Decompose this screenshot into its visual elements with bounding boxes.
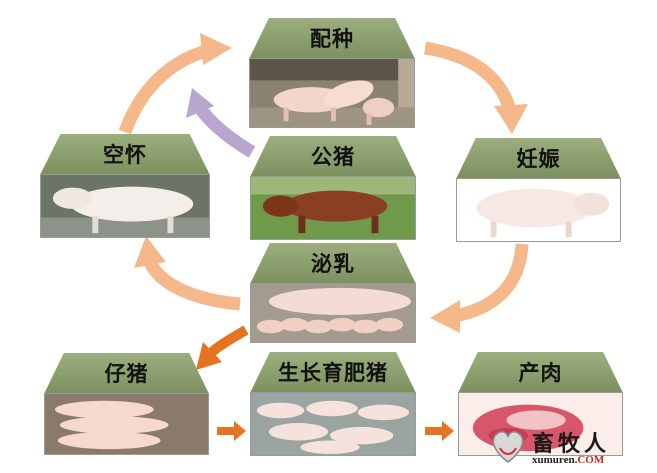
arrow-head-kongHuai-to-peizhong [200, 33, 232, 65]
arrow-head-miru-to-kongHuai [134, 236, 166, 268]
node-label: 公猪 [250, 136, 416, 177]
arrow-miru-to-zizhu [212, 330, 246, 352]
arrow-zizhu-to-shengzhang [217, 427, 235, 435]
node-label: 空怀 [40, 134, 210, 175]
arrow-head-gongzhu-to-peizhong [186, 88, 214, 118]
arrow-head-peizhong-to-renshen [494, 104, 528, 134]
node-label: 配种 [249, 18, 415, 59]
watermark-en-main: xumuren. [532, 454, 577, 466]
node-label: 生长育肥猪 [250, 352, 416, 393]
arrow-kongHuai-to-peizhong [125, 50, 210, 132]
heart-logo-icon [488, 426, 528, 466]
arrow-head-shengzhang-to-chanrou [442, 421, 454, 441]
arrow-renshen-to-miru [455, 244, 522, 316]
arrow-peizhong-to-renshen [425, 48, 510, 110]
empty-sow-photo [40, 174, 210, 238]
growing-pigs-photo [250, 392, 416, 456]
xumuren-watermark: 畜牧人 xumuren.COM [488, 426, 656, 470]
watermark-en-suffix: COM [577, 454, 604, 466]
arrow-gongzhu-to-peizhong [200, 108, 252, 152]
node-label: 产肉 [458, 352, 623, 393]
node-label: 仔猪 [44, 353, 209, 394]
boar-photo [250, 176, 416, 240]
arrow-head-renshen-to-miru [430, 300, 460, 333]
nursing-sow-photo [250, 283, 416, 343]
node-label: 泌乳 [250, 243, 416, 284]
watermark-en: xumuren.COM [532, 454, 604, 466]
arrow-head-zizhu-to-shengzhang [234, 421, 246, 441]
node-label: 妊娠 [456, 138, 621, 179]
pregnant-sow-photo [456, 178, 621, 242]
arrow-miru-to-kongHuai [150, 262, 240, 304]
mating-pigs-photo [249, 58, 415, 128]
piglets-photo [44, 393, 209, 455]
arrow-head-miru-to-zizhu [196, 342, 222, 370]
arrow-shengzhang-to-chanrou [425, 427, 443, 435]
